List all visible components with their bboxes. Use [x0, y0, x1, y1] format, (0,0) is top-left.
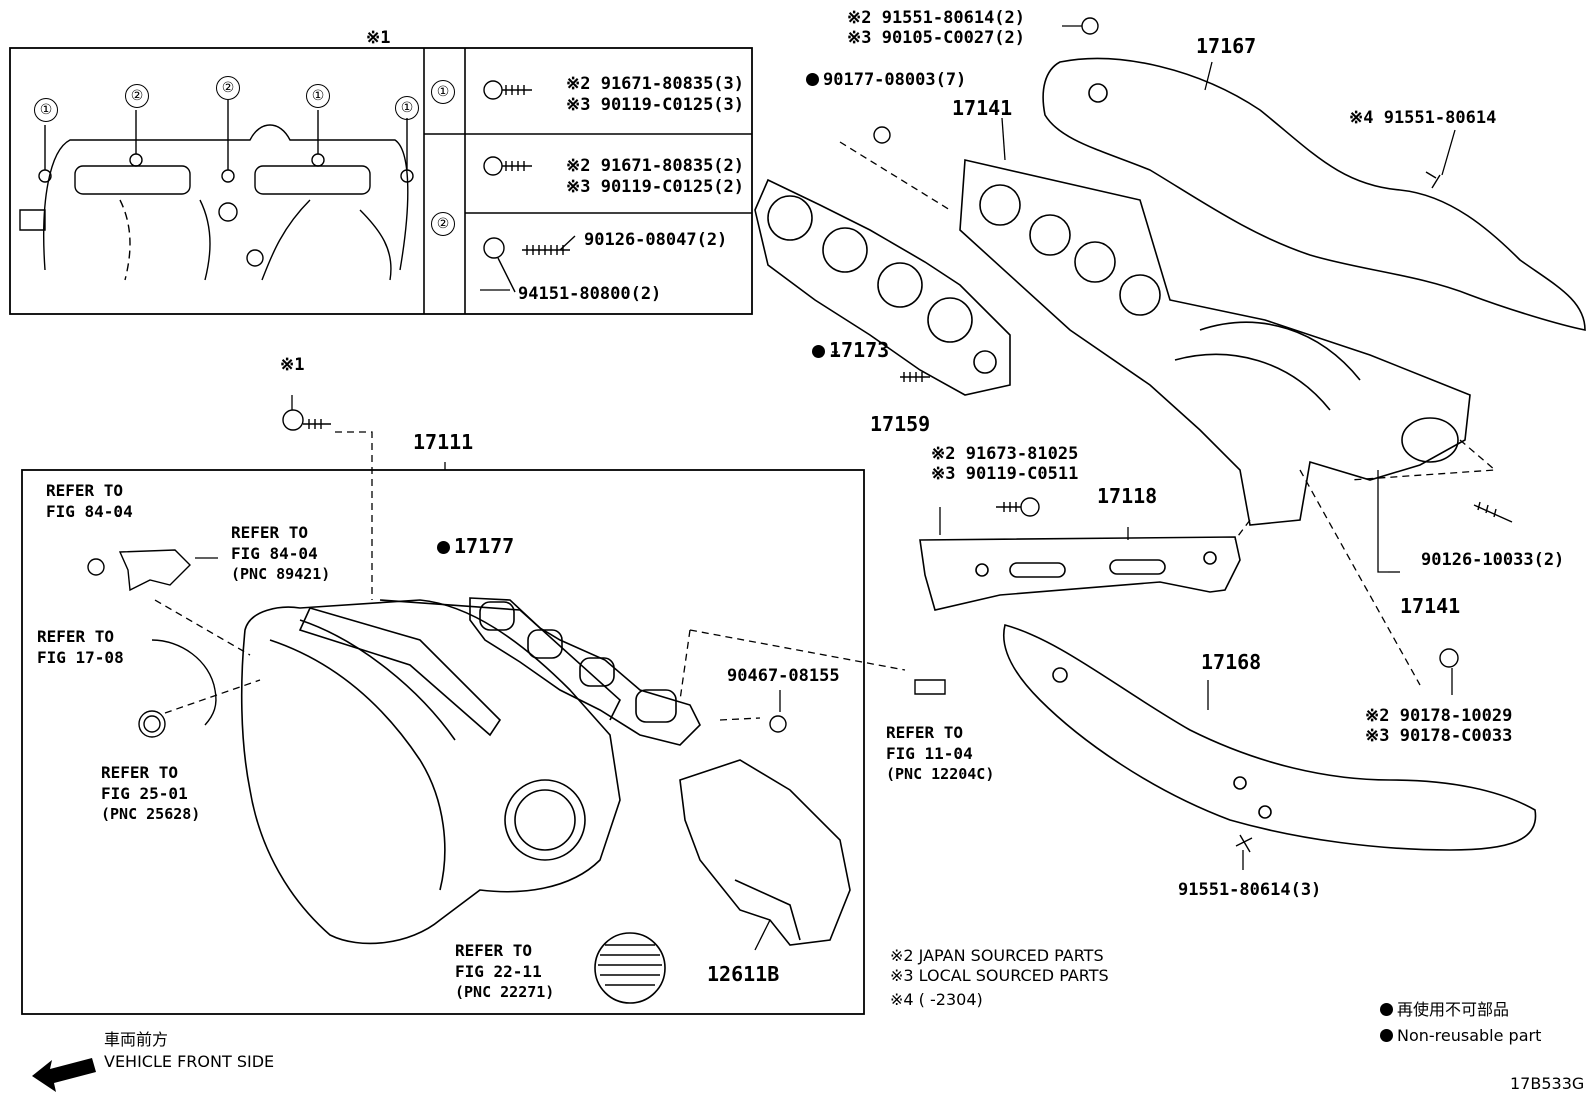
intake-manifold-17111 — [240, 599, 621, 945]
label-17173: 17173 — [812, 340, 889, 360]
label-17177: 17177 — [437, 536, 514, 556]
label-17167: 17167 — [1196, 34, 1257, 58]
inset-row-2-part-4: 94151-80800(2) — [518, 284, 662, 304]
legend-jp: 再使用不可部品 — [1380, 1000, 1509, 1020]
exhaust-manifold-17141 — [959, 159, 1471, 526]
label-17141-top: 17141 — [952, 96, 1013, 120]
intake-group-frame — [21, 469, 865, 1015]
label-91551-80614-s4: ※4 91551-80614 — [1349, 108, 1497, 128]
inset-row-1-part-2: ※3 90119-C0125(3) — [566, 95, 745, 115]
label-90467-08155: 90467-08155 — [727, 666, 840, 686]
label-90126-10033: 90126-10033(2) — [1421, 550, 1565, 570]
label-17111: 17111 — [413, 430, 474, 454]
note-local-sourced: ※3 LOCAL SOURCED PARTS — [890, 966, 1109, 985]
label-91551-80614-2: ※2 91551-80614(2) — [847, 8, 1026, 28]
inset-row-1-marker: ① — [431, 80, 455, 104]
note-japan-sourced: ※2 JAPAN SOURCED PARTS — [890, 946, 1104, 965]
exhaust-gasket-17173 — [754, 178, 1011, 396]
inset-marker-1: ① — [34, 98, 58, 122]
inset-marker-4: ① — [306, 84, 330, 108]
inset-manifold-sketch — [19, 100, 414, 281]
inset-row-2-part-2: ※3 90119-C0125(2) — [566, 177, 745, 197]
figure-code: 17B533G — [1510, 1074, 1585, 1093]
label-91551-80614-3: 91551-80614(3) — [1178, 880, 1322, 900]
legend-dot — [1380, 1029, 1393, 1042]
inset-row-1-part-1: ※2 91671-80835(3) — [566, 74, 745, 94]
inset-row-2-marker: ② — [431, 212, 455, 236]
label-90119-C0511: ※3 90119-C0511 — [931, 464, 1079, 484]
inset-row-2-part-1: ※2 91671-80835(2) — [566, 156, 745, 176]
dashed-guides — [154, 141, 1497, 721]
non-reusable-dot — [437, 541, 450, 554]
legend-en: Non-reusable part — [1380, 1026, 1541, 1046]
leader-lines — [195, 25, 1456, 951]
intake-gasket-17177 — [469, 597, 701, 746]
label-91673-81025: ※2 91673-81025 — [931, 444, 1079, 464]
heat-insulator-17168 — [1003, 624, 1537, 851]
insulator-12611B — [679, 759, 851, 946]
label-12611B: 12611B — [707, 962, 780, 986]
direction-jp: 車両前方 — [104, 1030, 169, 1049]
inset-bolts — [483, 80, 576, 293]
non-reusable-dot — [812, 345, 825, 358]
legend-dot — [1380, 1003, 1393, 1016]
inset-marker-3: ② — [216, 76, 240, 100]
inset-marker-5: ① — [395, 96, 419, 120]
label-90178-C0033: ※3 90178-C0033 — [1365, 726, 1513, 746]
label-17118: 17118 — [1097, 484, 1158, 508]
heat-insulator-17167 — [1042, 57, 1586, 331]
inset-marker-2: ② — [125, 84, 149, 108]
direction-en: VEHICLE FRONT SIDE — [104, 1052, 275, 1071]
bracket-17118 — [919, 536, 1241, 611]
non-reusable-dot — [806, 73, 819, 86]
label-90105-C0027-2: ※3 90105-C0027(2) — [847, 28, 1026, 48]
vehicle-front-arrow — [32, 1058, 96, 1092]
label-90178-10029: ※2 90178-10029 — [1365, 706, 1513, 726]
note-date-range: ※4 ( -2304) — [890, 990, 983, 1009]
label-17159: 17159 — [870, 412, 931, 436]
fasteners — [87, 17, 1513, 853]
label-17168: 17168 — [1201, 650, 1262, 674]
label-17141-bottom: 17141 — [1400, 594, 1461, 618]
inset-row-2-part-3: 90126-08047(2) — [584, 230, 728, 250]
inset-frame — [9, 47, 753, 315]
filter-disc — [594, 932, 666, 1004]
label-ref-1: ※1 — [280, 355, 305, 375]
inset-title: ※1 — [366, 28, 391, 48]
label-90177-08003: 90177-08003(7) — [806, 70, 966, 90]
